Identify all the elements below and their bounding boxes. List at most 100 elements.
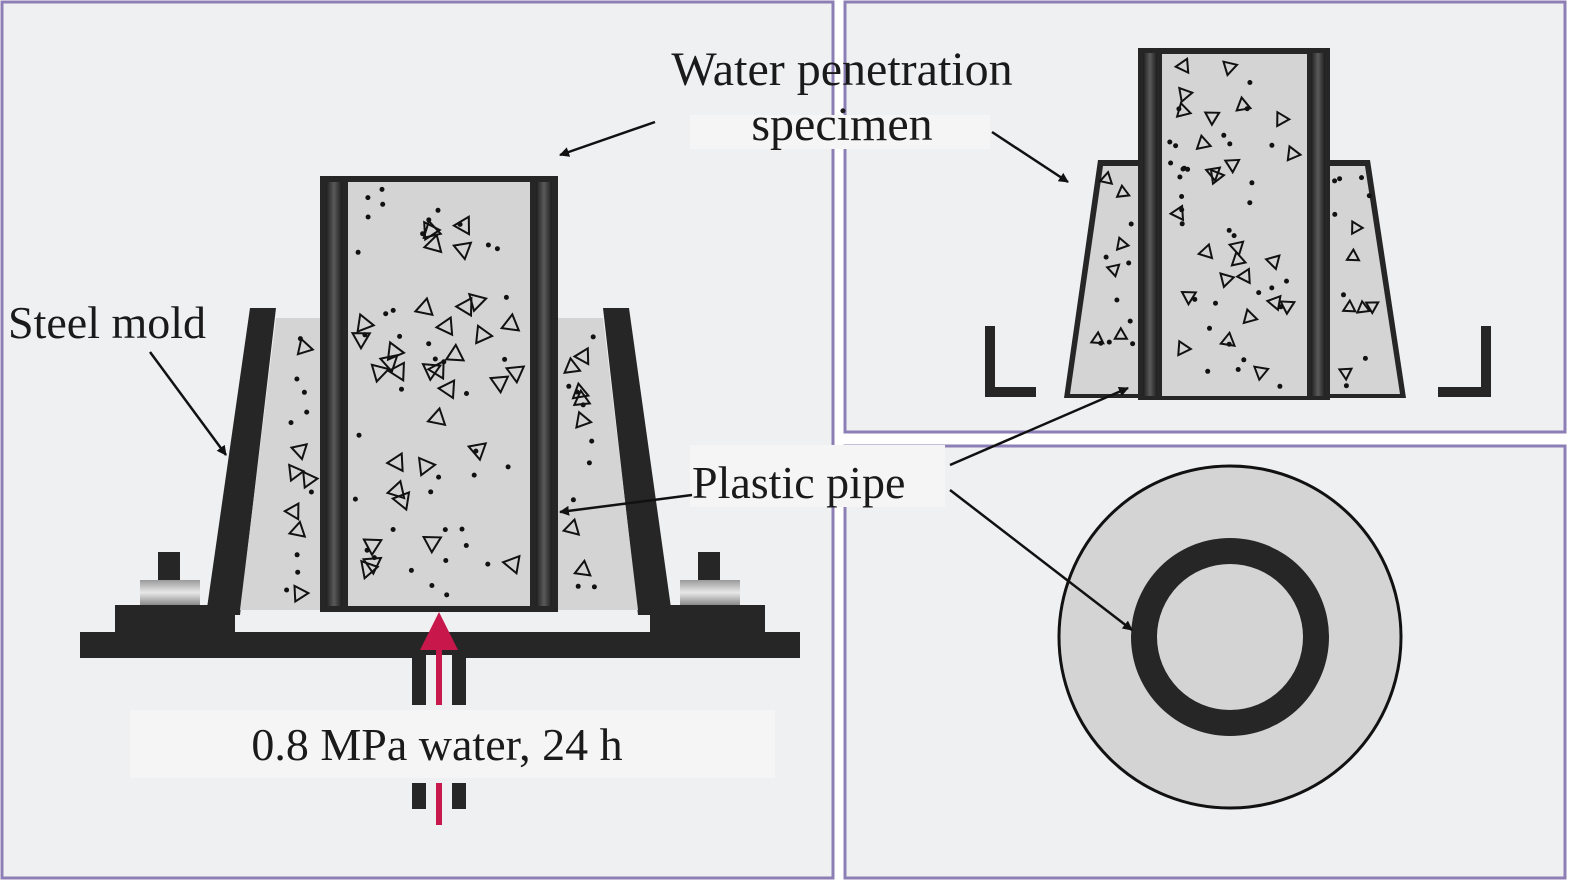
aggregate-dot [297,336,303,342]
aggregate-triangle [370,363,391,384]
aggregate-dot [390,307,396,313]
aggregate-triangle [451,215,471,236]
specimen-label-line1: Water penetration [671,43,1012,96]
aggregate-dot [426,341,432,347]
aggregate-triangle [1286,144,1303,162]
aggregate-dot [429,583,435,588]
aggregate-triangle [1337,367,1354,382]
aggregate-triangle [1168,204,1185,222]
aggregate-triangle [1276,110,1292,128]
aggregate-triangle [296,337,315,356]
aggregate-dot [1127,318,1133,324]
specimen-arrow-left [559,120,656,157]
aggregate-dot [420,231,426,237]
aggregate-dot [308,489,314,495]
aggregate-dot [471,472,477,478]
aggregate-dot [304,409,310,415]
aggregate-triangle [454,296,473,318]
aggregate-dot [457,221,463,227]
aggregate-pattern-right [1089,56,1380,389]
aggregate-dot [355,249,361,255]
aggregate-dot [1284,278,1289,284]
aggregate-triangle [1180,290,1198,307]
aggregate-dot [426,217,432,223]
aggregate-dot [463,543,469,548]
aggregate-triangle [356,312,376,334]
aggregate-triangle [1209,168,1226,186]
aggregate-triangle [1341,298,1357,313]
aggregate-dot [1362,355,1368,361]
aggregate-dot [502,356,508,362]
aggregate-dot [575,583,581,589]
aggregate-dot [432,356,438,362]
aggregate-triangle [436,378,456,400]
aggregate-triangle [1098,170,1114,186]
aggregate-triangle [1364,301,1380,316]
aggregate-dot [365,214,371,220]
aggregate-dot [356,432,362,438]
aggregate-dot [362,332,368,338]
aggregate-triangle [1219,272,1236,289]
aggregate-dot [1168,160,1174,166]
mold-assembly [80,176,800,825]
aggregate-triangle [467,292,489,313]
aggregate-triangle [360,559,380,581]
aggregate-triangle [422,233,443,254]
leader-arrows [148,120,1133,631]
aggregate-dot [1226,341,1232,347]
aggregate-dot [1343,383,1349,389]
aggregate-dot [503,294,509,300]
aggregate-triangle [362,538,384,557]
aggregate-dot [1179,207,1185,213]
aggregate-pattern [282,186,597,604]
aggregate-dot [295,569,301,575]
aggregate-triangle [1235,95,1253,112]
aggregate-dot [1173,143,1179,149]
aggregate-dot [1241,357,1247,363]
aggregate-dot [1213,300,1218,306]
aggregate-triangle [1113,326,1129,340]
aggregate-triangle [561,517,581,537]
cross-section [1057,464,1403,810]
aggregate-dot [383,311,389,317]
aggregate-triangle [282,501,300,521]
aggregate-dot [399,386,404,392]
aggregate-dot [574,389,580,395]
aggregate-dot [1106,339,1112,345]
specimen-demolded [985,48,1491,400]
aggregate-triangle [1355,299,1372,314]
aggregate-triangle [1204,166,1222,183]
aggregate-dot [580,402,586,408]
aggregate-triangle [1252,365,1270,382]
specimen-label-line2: specimen [751,98,932,151]
aggregate-triangle [1345,247,1361,262]
aggregate-dot [591,584,597,590]
aggregate-dot [1207,325,1212,331]
aggregate-dot [1249,180,1255,186]
aggregate-dot [428,489,434,495]
water-label-bg [130,710,775,778]
aggregate-dot [1185,166,1191,172]
aggregate-dot [442,527,448,533]
aggregate-triangle [385,451,404,473]
aggregate-triangle [386,340,406,362]
aggregate-dot [1167,139,1173,145]
aggregate-dot [436,474,442,480]
left-outer-concrete [240,318,322,610]
aggregate-dot [390,527,396,532]
aggregate-dot [1269,142,1275,148]
aggregate-triangle [466,442,488,462]
aggregate-dot [505,464,511,470]
aggregate-triangle [1351,219,1365,236]
aggregate-dot [1269,285,1275,291]
aggregate-triangle [390,490,411,512]
aggregate-dot [1226,227,1232,233]
aggregate-dot [1114,297,1120,303]
aggregate-dot [288,420,294,426]
aggregate-dot [1192,296,1198,302]
aggregate-triangle [350,332,372,351]
pipe-arrow-left [559,493,693,516]
aggregate-dot [301,389,307,395]
aggregate-dot [1130,341,1136,347]
